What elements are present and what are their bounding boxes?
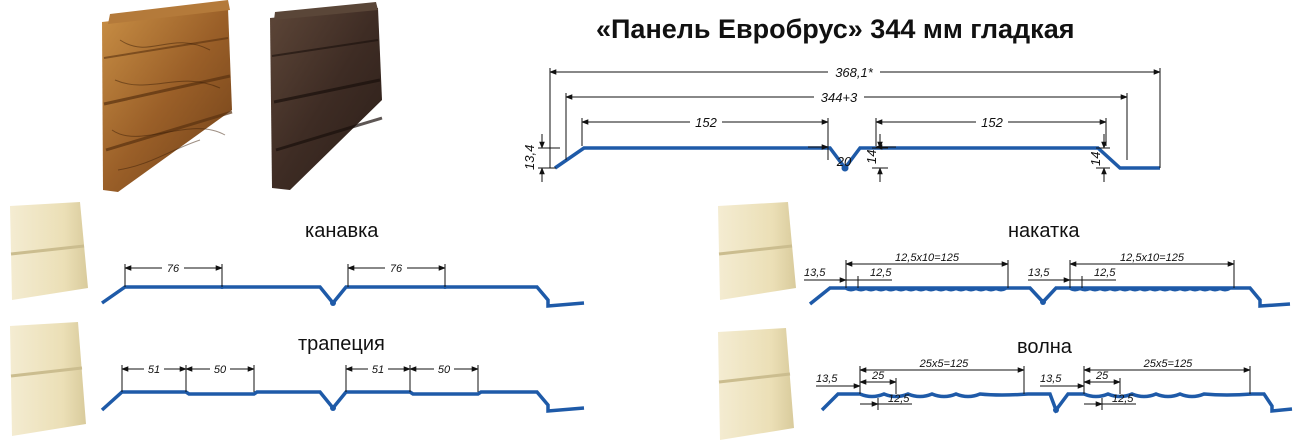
cream-panel-images xyxy=(10,202,796,440)
nakatka-dim-1: 12,5x10=125 xyxy=(895,252,960,264)
dim-height-right-label: 14 xyxy=(1088,152,1103,166)
profile-kanavka: 76 76 xyxy=(101,261,585,308)
variant-label-kanavka: канавка xyxy=(305,220,379,242)
dim-width-label: 344+3 xyxy=(821,90,858,105)
nakatka-dim-3: 13,5 xyxy=(804,267,826,279)
volna-dim-6: 13,5 xyxy=(1040,373,1062,385)
volna-dim-4: 25 xyxy=(871,370,885,382)
profile-volna: 25x5=125 25x5=125 13,5 25 12,5 13,5 25 1… xyxy=(816,358,1293,414)
kanavka-dim-1: 76 xyxy=(167,263,180,275)
nakatka-dim-2: 12,5x10=125 xyxy=(1120,252,1185,264)
dim-left-label: 152 xyxy=(695,115,717,130)
volna-dim-3: 13,5 xyxy=(816,373,838,385)
profile-trapeciya: 51 50 51 50 xyxy=(100,362,585,413)
trapeciya-dim-1: 51 xyxy=(148,364,160,376)
volna-dim-2: 25x5=125 xyxy=(1143,358,1194,370)
volna-dim-7: 25 xyxy=(1095,370,1109,382)
dim-right-label: 152 xyxy=(981,115,1003,130)
nakatka-dim-5: 13,5 xyxy=(1028,267,1050,279)
volna-dim-5: 12,5 xyxy=(888,393,910,405)
kanavka-dim-2: 76 xyxy=(390,263,403,275)
trapeciya-dim-4: 50 xyxy=(438,364,451,376)
variant-label-trapeciya: трапеция xyxy=(298,333,385,355)
nakatka-dim-6: 12,5 xyxy=(1094,267,1116,279)
profile-nakatka: 12,5x10=125 12,5x10=125 13,5 12,5 13,5 1… xyxy=(804,252,1291,308)
dim-groove-label: 20 xyxy=(836,154,852,169)
nakatka-dim-4: 12,5 xyxy=(870,267,892,279)
volna-dim-1: 25x5=125 xyxy=(919,358,970,370)
trapeciya-dim-2: 50 xyxy=(214,364,227,376)
trapeciya-dim-3: 51 xyxy=(372,364,384,376)
dim-height-mid-label: 14 xyxy=(864,150,879,164)
wood-light-panel-image xyxy=(102,0,233,192)
volna-dim-8: 12,5 xyxy=(1112,393,1134,405)
dim-overall-label: 368,1* xyxy=(835,65,874,80)
variant-label-volna: волна xyxy=(1017,336,1072,358)
page-title: «Панель Евробрус» 344 мм гладкая xyxy=(596,14,1075,44)
main-profile: 368,1* 344+3 152 152 20 13,4 14 14 xyxy=(522,64,1161,182)
main-profile-line xyxy=(554,146,1160,171)
wood-dark-panel-image xyxy=(270,2,383,190)
dim-height-left-label: 13,4 xyxy=(522,145,537,170)
variant-label-nakatka: накатка xyxy=(1008,220,1080,242)
